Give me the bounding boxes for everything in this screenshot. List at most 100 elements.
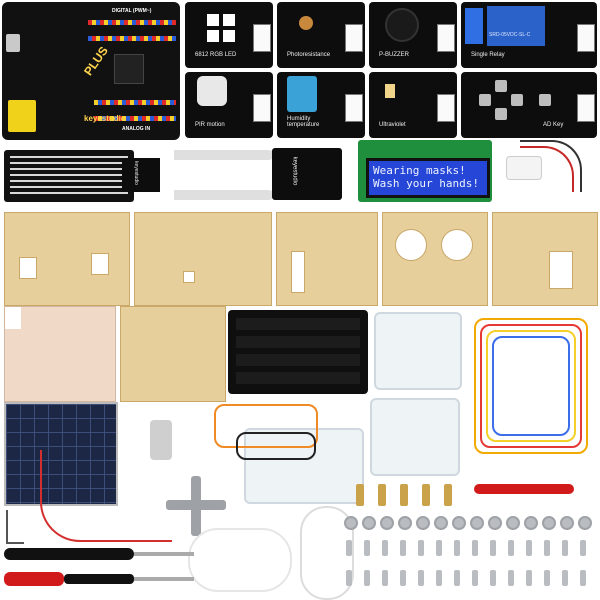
usb-port bbox=[6, 34, 20, 52]
screw bbox=[490, 570, 496, 586]
dht-sensor bbox=[287, 76, 317, 112]
plus-board: DIGITAL (PWM~) ANALOG IN PLUS keyestudio bbox=[2, 2, 180, 140]
rain-sensor-label: keyestudio bbox=[132, 161, 139, 185]
panel-cutout bbox=[549, 251, 573, 289]
module-label: AD Key bbox=[543, 122, 564, 128]
lcd-line-1: Wearing masks! bbox=[373, 164, 466, 177]
analog-header-label: ANALOG IN bbox=[122, 126, 151, 132]
panel-cutout bbox=[291, 251, 305, 293]
rain-sensor bbox=[4, 150, 134, 202]
wood-panel-tree bbox=[134, 212, 272, 306]
lcd-screen: Wearing masks! Wash your hands! bbox=[366, 158, 490, 198]
soil-sensor bbox=[174, 150, 274, 160]
screwdriver-red bbox=[4, 572, 64, 586]
screw bbox=[418, 540, 424, 556]
jumper-wires bbox=[492, 336, 570, 436]
battery-slot bbox=[236, 354, 360, 366]
screw bbox=[418, 570, 424, 586]
screwdriver-red-grip bbox=[64, 574, 134, 584]
screw bbox=[526, 540, 532, 556]
board-model-label: PLUS bbox=[81, 43, 111, 79]
rain-traces bbox=[10, 156, 128, 196]
wood-panel-base bbox=[120, 306, 226, 402]
module-humidity: Humidity temperature bbox=[277, 72, 365, 138]
module-relay: SRD-05VDC-SL-C Single Relay bbox=[461, 2, 597, 68]
soil-sensor-board: keyestudio bbox=[272, 148, 342, 200]
board-brand-label: keyestudio bbox=[84, 114, 126, 123]
usb-cable bbox=[300, 506, 354, 600]
module-label: 6812 RGB LED bbox=[195, 52, 237, 58]
screw bbox=[580, 570, 586, 586]
pump-wire bbox=[520, 146, 574, 192]
screwdriver-shaft bbox=[134, 552, 194, 556]
battery-slot bbox=[236, 336, 360, 348]
fan-cutout bbox=[441, 229, 473, 261]
nut bbox=[434, 516, 448, 530]
relay-body-label: SRD-05VDC-SL-C bbox=[489, 32, 531, 38]
nut bbox=[398, 516, 412, 530]
module-rgb-led: 6812 RGB LED bbox=[185, 2, 273, 68]
fan-cutout bbox=[395, 229, 427, 261]
rgb-led-chip bbox=[223, 30, 235, 42]
key-button bbox=[511, 94, 523, 106]
screw bbox=[364, 540, 370, 556]
relay-terminal bbox=[465, 8, 483, 44]
screw bbox=[454, 570, 460, 586]
key-button bbox=[495, 80, 507, 92]
module-photoresistance: Photoresistance bbox=[277, 2, 365, 68]
digital-header-label: DIGITAL (PWM~) bbox=[112, 8, 152, 14]
pump-wire bbox=[520, 140, 582, 192]
module-ad-key: AD Key bbox=[461, 72, 597, 138]
screw bbox=[400, 540, 406, 556]
screw bbox=[580, 540, 586, 556]
screw bbox=[508, 540, 514, 556]
thread-bundle bbox=[188, 528, 292, 592]
plastic-box bbox=[370, 398, 460, 476]
module-pins bbox=[345, 94, 363, 122]
screw bbox=[544, 570, 550, 586]
brass-spacer bbox=[400, 484, 408, 506]
module-pins bbox=[437, 94, 455, 122]
panel-cutout bbox=[19, 257, 37, 279]
screw bbox=[436, 540, 442, 556]
screw bbox=[544, 540, 550, 556]
screw bbox=[562, 540, 568, 556]
photoresistor bbox=[299, 16, 313, 30]
fan-blade bbox=[474, 484, 574, 494]
brass-spacer bbox=[356, 484, 364, 506]
nut bbox=[560, 516, 574, 530]
allen-key bbox=[6, 510, 24, 544]
rgb-led-chip bbox=[223, 14, 235, 26]
acrylic-panel bbox=[4, 306, 116, 402]
module-buzzer: P-BUZZER bbox=[369, 2, 457, 68]
brass-spacer bbox=[378, 484, 386, 506]
panel-cutout bbox=[91, 253, 109, 275]
soil-sensor-label: keyestudio bbox=[291, 156, 298, 186]
jumper-cable bbox=[214, 404, 318, 448]
brass-spacer bbox=[422, 484, 430, 506]
jumper-wires bbox=[474, 318, 588, 454]
power-jack bbox=[8, 100, 36, 132]
screw bbox=[526, 570, 532, 586]
module-label: Single Relay bbox=[471, 52, 505, 58]
relay-block bbox=[487, 6, 545, 46]
screw bbox=[562, 570, 568, 586]
nut bbox=[488, 516, 502, 530]
rgb-led-chip bbox=[207, 30, 219, 42]
battery-slot bbox=[236, 372, 360, 384]
nut bbox=[452, 516, 466, 530]
screw bbox=[364, 570, 370, 586]
nut bbox=[524, 516, 538, 530]
nut bbox=[380, 516, 394, 530]
uv-sensor bbox=[385, 84, 395, 98]
key-button bbox=[479, 94, 491, 106]
cable bbox=[236, 432, 316, 460]
lcd-line-2: Wash your hands! bbox=[373, 177, 479, 190]
screw bbox=[472, 570, 478, 586]
module-label: Ultraviolet bbox=[379, 122, 406, 128]
motor-wire bbox=[40, 450, 172, 542]
panel-cutout bbox=[183, 271, 195, 283]
plastic-tray bbox=[244, 428, 364, 504]
wood-panel-house bbox=[4, 212, 130, 306]
jumper-wires bbox=[486, 330, 576, 442]
